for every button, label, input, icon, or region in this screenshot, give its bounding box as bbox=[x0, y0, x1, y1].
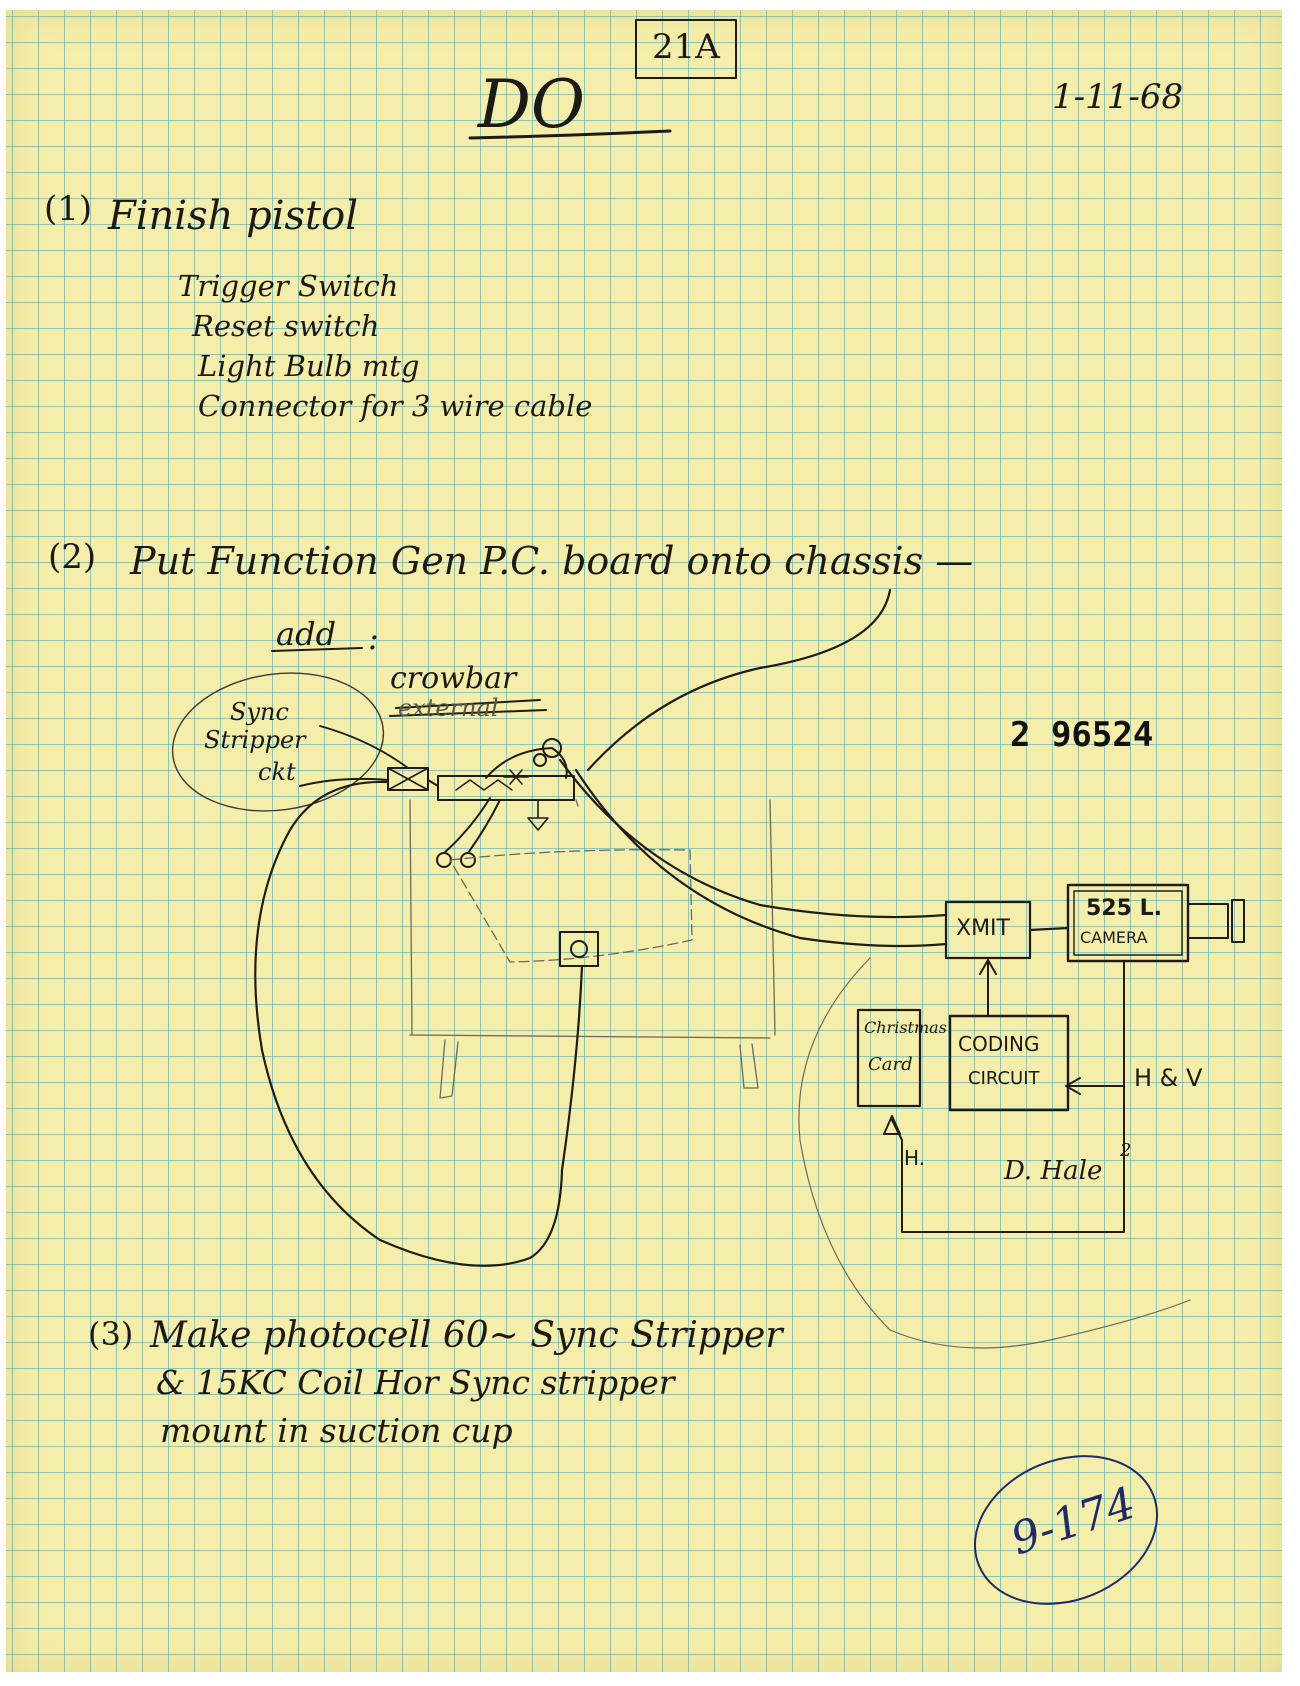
pc-board-strip bbox=[437, 775, 575, 801]
item-1-subitem: Reset switch bbox=[192, 309, 380, 343]
d-hale-superscript: 2 bbox=[1120, 1140, 1132, 1161]
d-hale-label: D. Hale bbox=[1004, 1156, 1103, 1186]
item-1-number: (1) bbox=[44, 189, 93, 229]
item-3-line: & 15KC Coil Hor Sync stripper bbox=[156, 1363, 675, 1402]
strikethrough-line bbox=[395, 699, 541, 709]
item-1-text: Finish pistol bbox=[108, 193, 358, 239]
xmit-label: XMIT bbox=[956, 916, 1010, 941]
sync-stripper-label-line: ckt bbox=[258, 758, 296, 786]
coding-circuit-box bbox=[948, 1014, 1070, 1112]
header-box-outline bbox=[635, 19, 737, 79]
stamp-number: 2 96524 bbox=[1010, 715, 1154, 755]
item-3-line: mount in suction cup bbox=[160, 1411, 513, 1450]
sync-stripper-label-line: Sync bbox=[230, 698, 289, 726]
coding-circuit-label-line: CIRCUIT bbox=[968, 1068, 1040, 1089]
item-2-add-colon: : bbox=[368, 619, 379, 657]
christmas-card-label-line: Christmas bbox=[864, 1018, 947, 1037]
circled-number-outline bbox=[973, 1455, 1159, 1605]
item-1-subitem: Connector for 3 wire cable bbox=[198, 389, 593, 423]
camera-box bbox=[1066, 883, 1190, 963]
coding-circuit-label-line: CODING bbox=[958, 1032, 1040, 1056]
item-1-subitem: Light Bulb mtg bbox=[198, 349, 420, 383]
item-1-subitem: Trigger Switch bbox=[178, 269, 399, 303]
crossed-out-word: external bbox=[398, 694, 499, 722]
h-label: H. bbox=[904, 1146, 926, 1170]
camera-label-line: CAMERA bbox=[1080, 928, 1148, 947]
item-3-line: Make photocell 60~ Sync Stripper bbox=[150, 1315, 783, 1356]
christmas-card-box bbox=[856, 1008, 922, 1108]
title-underline bbox=[468, 129, 672, 140]
camera-label-line: 525 L. bbox=[1086, 896, 1162, 921]
loop-cable bbox=[254, 780, 584, 1267]
crowbar-underline bbox=[389, 709, 547, 717]
sync-stripper-label-line: Stripper bbox=[204, 726, 306, 754]
page-date: 1-11-68 bbox=[1052, 77, 1184, 117]
item-2-add-label: add bbox=[276, 615, 337, 653]
item-2-text: Put Function Gen P.C. board onto chassis… bbox=[130, 539, 974, 583]
sync-stripper-circle bbox=[171, 672, 385, 812]
add-underline bbox=[271, 647, 363, 652]
item-3-number: (3) bbox=[88, 1315, 134, 1353]
graph-paper-sheet bbox=[6, 10, 1282, 1672]
item-2-number: (2) bbox=[48, 537, 97, 577]
h-and-v-label: H & V bbox=[1134, 1064, 1203, 1092]
christmas-card-label-line: Card bbox=[868, 1054, 913, 1075]
photocell-box bbox=[559, 931, 599, 967]
crowbar-label: crowbar bbox=[390, 661, 517, 696]
header-box-number: 21A bbox=[652, 27, 720, 67]
page-title: DO bbox=[478, 66, 586, 143]
